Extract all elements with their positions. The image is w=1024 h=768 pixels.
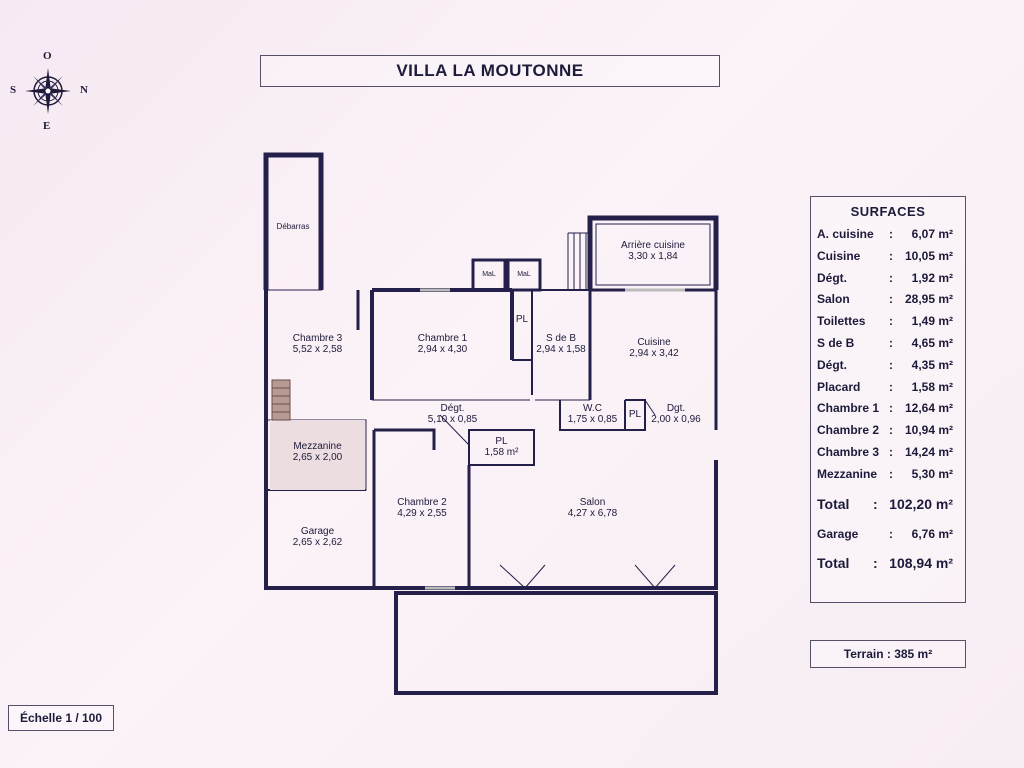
terrain-label: Terrain : 385 m² xyxy=(843,647,933,661)
surfaces-row: Chambre 1:12,64 m² xyxy=(817,401,953,416)
terrain-box: Terrain : 385 m² xyxy=(810,640,966,668)
surfaces-row: A. cuisine:6,07 m² xyxy=(817,227,953,241)
surfaces-row: Cuisine:10,05 m² xyxy=(817,248,953,263)
surfaces-header: SURFACES xyxy=(850,204,926,219)
surfaces-row: Toilettes:1,49 m² xyxy=(817,314,953,329)
surfaces-total-1: Total:102,20 m² xyxy=(817,496,953,512)
surfaces-row: Dégt.:1,92 m² xyxy=(817,270,953,285)
mezzanine-fill xyxy=(270,420,365,490)
compass-rose-icon xyxy=(25,68,71,114)
stairs xyxy=(271,379,291,421)
compass-label-e: E xyxy=(43,120,51,132)
label-pl-top: PL xyxy=(515,314,529,325)
label-mal-1: MaL xyxy=(482,271,496,278)
compass: O S N E xyxy=(10,48,90,136)
surfaces-garage: Garage:6,76 m² xyxy=(817,527,953,541)
wall-debarras xyxy=(263,152,324,290)
wall-wc xyxy=(559,400,626,431)
surfaces-row: Placard:1,58 m² xyxy=(817,379,953,394)
title-box: VILLA LA MOUTONNE xyxy=(260,55,720,87)
label-mal-2: MaL xyxy=(517,271,531,278)
surfaces-total-2: Total:108,94 m² xyxy=(817,555,953,571)
surfaces-row: S de B:4,65 m² xyxy=(817,336,953,350)
wall-arriere-cuisine xyxy=(587,215,719,290)
surfaces-row: Chambre 3:14,24 m² xyxy=(817,445,953,459)
surfaces-row: Mezzanine:5,30 m² xyxy=(817,466,953,481)
surfaces-row: Chambre 2:10,94 m² xyxy=(817,423,953,438)
label-pl-wc: PL xyxy=(628,409,642,420)
compass-label-s: S xyxy=(10,84,17,96)
scale-box: Échelle 1 / 100 xyxy=(8,705,114,731)
wall-chambre2 xyxy=(372,428,471,590)
surfaces-row: Salon:28,95 m² xyxy=(817,292,953,307)
mal-box-1 xyxy=(471,258,507,292)
label-degt1: Dégt.5,10 x 0,85 xyxy=(427,403,478,425)
terrace xyxy=(394,591,718,695)
scale-label: Échelle 1 / 100 xyxy=(19,711,103,725)
surfaces-table: SURFACES A. cuisine:6,07 m² Cuisine:10,05… xyxy=(810,196,966,603)
compass-label-n: N xyxy=(80,84,88,96)
compass-label-o: O xyxy=(43,50,52,62)
windows xyxy=(420,288,685,590)
pl-middle-box xyxy=(468,429,535,466)
label-debarras: Débarras xyxy=(276,222,310,231)
label-degt2: Dgt.2,00 x 0,96 xyxy=(651,403,701,425)
plan-title: VILLA LA MOUTONNE xyxy=(396,61,584,80)
surfaces-row: Dégt.:4,35 m² xyxy=(817,357,953,372)
